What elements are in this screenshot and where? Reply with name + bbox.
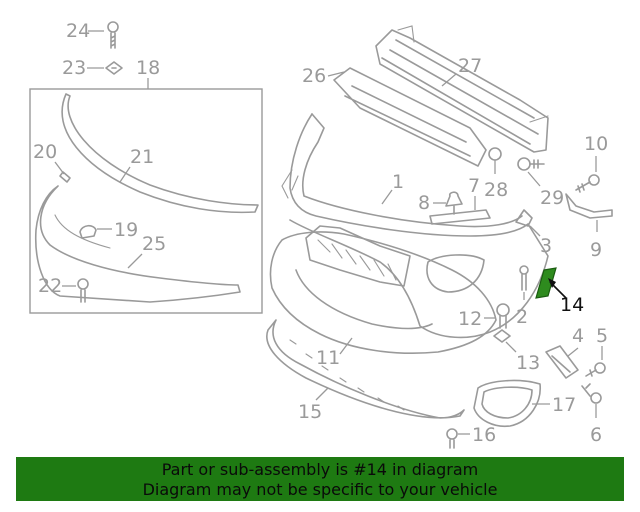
leader-1 — [381, 189, 393, 205]
fastener-part-8 — [445, 191, 463, 215]
callout-14: 14 — [560, 294, 584, 316]
banner-line-1: Part or sub-assembly is #14 in diagram — [161, 460, 479, 479]
fascia-part-11 — [269, 231, 497, 354]
arrowhead-14 — [548, 278, 556, 288]
leader-13 — [505, 341, 517, 353]
screw-part-16 — [446, 428, 458, 449]
screw-part-2 — [519, 265, 529, 291]
bumper-part-1 — [289, 113, 549, 339]
leader-3 — [529, 225, 541, 237]
clip-part-13 — [493, 329, 511, 343]
leader-11 — [339, 337, 353, 355]
callout-2: 2 — [516, 306, 528, 328]
info-banner: Part or sub-assembly is #14 in diagram D… — [16, 457, 624, 501]
lip-part-25 — [34, 185, 241, 303]
callout-6: 6 — [590, 424, 602, 446]
callout-16: 16 — [472, 424, 496, 446]
bracket-part-4 — [545, 345, 579, 379]
callout-27: 27 — [458, 55, 482, 77]
screw-part-24 — [107, 21, 119, 49]
nut-part-28 — [488, 147, 502, 161]
leader-15 — [315, 387, 329, 401]
bolt-part-6 — [581, 383, 602, 404]
callout-25: 25 — [142, 233, 166, 255]
callout-18: 18 — [136, 57, 160, 79]
bracket-part-9 — [565, 193, 613, 219]
callout-8: 8 — [418, 192, 430, 214]
callout-3: 3 — [540, 235, 552, 257]
callout-19: 19 — [114, 219, 138, 241]
cover-part-17 — [473, 379, 541, 428]
leader-4 — [567, 347, 579, 357]
callout-13: 13 — [516, 352, 540, 374]
callout-11: 11 — [316, 347, 340, 369]
callout-24: 24 — [66, 20, 90, 42]
callout-17: 17 — [552, 394, 576, 416]
screw-part-12 — [496, 303, 510, 329]
beam-part-27 — [375, 29, 549, 153]
callout-9: 9 — [590, 239, 602, 261]
callout-28: 28 — [484, 179, 508, 201]
leader-25 — [127, 253, 143, 269]
callout-29: 29 — [540, 187, 564, 209]
clip-part-3 — [515, 209, 533, 227]
callout-21: 21 — [130, 146, 154, 168]
screw-part-22 — [77, 278, 89, 303]
banner-line-2: Diagram may not be specific to your vehi… — [142, 480, 498, 499]
bolt-part-10 — [575, 174, 600, 193]
leader-26 — [327, 71, 345, 77]
inset-box — [29, 88, 263, 314]
callout-12: 12 — [458, 308, 482, 330]
callout-23: 23 — [62, 57, 86, 79]
clip-part-19 — [79, 224, 97, 239]
callout-26: 26 — [302, 65, 326, 87]
callout-1: 1 — [392, 171, 404, 193]
bolt-part-29 — [517, 157, 545, 171]
callout-4: 4 — [572, 325, 584, 347]
callout-22: 22 — [38, 275, 62, 297]
parts-diagram: 18 24 23 21 20 25 19 22 26 27 1 — [29, 20, 613, 449]
bracket-part-14-highlighted — [535, 267, 557, 299]
callout-7: 7 — [468, 175, 480, 197]
clip-part-23 — [105, 61, 123, 75]
leader-21 — [119, 166, 131, 183]
callout-15: 15 — [298, 401, 322, 423]
callout-20: 20 — [33, 141, 57, 163]
bracket-part-7 — [429, 209, 491, 225]
molding-part-21 — [61, 93, 259, 214]
absorber-part-26 — [333, 67, 487, 167]
leader-29 — [527, 171, 541, 187]
bolt-part-5 — [585, 362, 606, 377]
callout-5: 5 — [596, 325, 608, 347]
clip-part-20 — [59, 171, 71, 183]
leader-27 — [441, 73, 457, 87]
strip-part-15 — [266, 319, 465, 419]
callout-10: 10 — [584, 133, 608, 155]
